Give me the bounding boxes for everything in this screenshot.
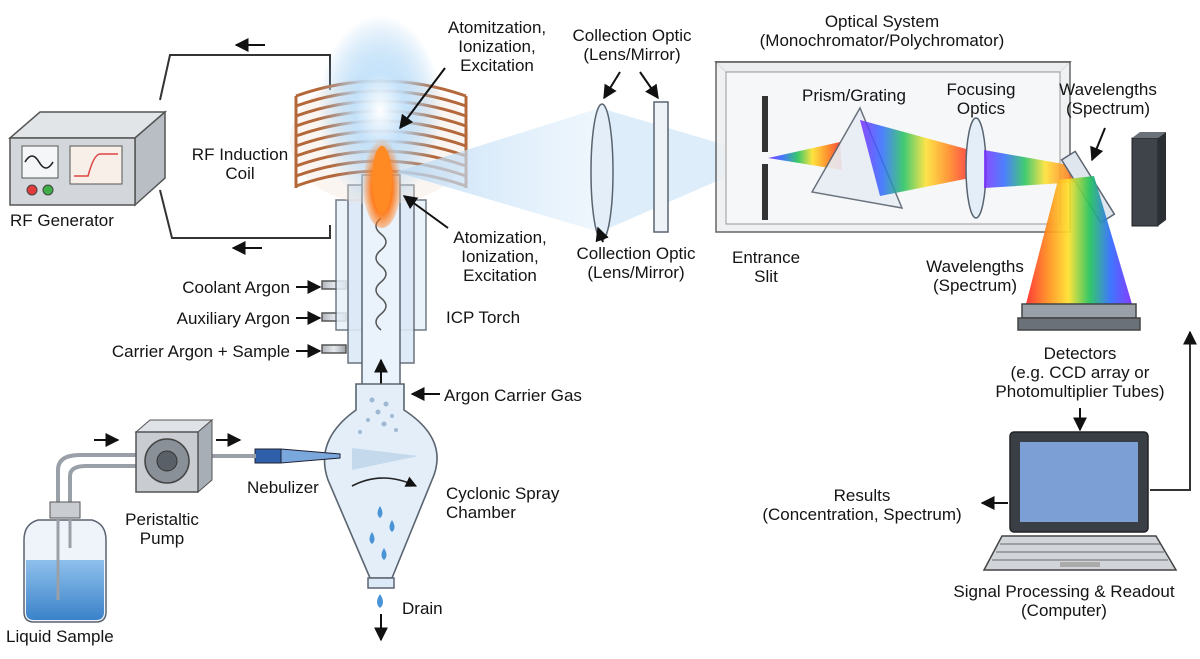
spectrum-fan [1026, 176, 1132, 304]
collection-optic-lens [590, 103, 614, 241]
label-spray-chamber: Cyclonic Spray Chamber [446, 484, 559, 522]
label-rf-generator: RF Generator [10, 211, 114, 230]
label-peristaltic-pump-line2: Pump [139, 529, 185, 548]
dispersed-beam-mid [860, 120, 970, 196]
cyclonic-spray-chamber [323, 383, 438, 642]
emission-light-beam [396, 108, 600, 232]
label-nebulizer: Nebulizer [247, 478, 319, 497]
icp-torch [335, 174, 427, 391]
label-atomization-mid: Atomization, Ionization, Excitation [453, 228, 547, 285]
atomization-pointers [399, 67, 449, 229]
label-collection-optic-bottom-line2: (Lens/Mirror) [587, 263, 685, 282]
dispersed-beam-out [984, 150, 1086, 188]
label-optical-system-line1: Optical System [824, 12, 940, 31]
label-prism-grating: Prism/Grating [802, 86, 906, 105]
label-signal-processing: Signal Processing & Readout (Computer) [953, 582, 1174, 620]
label-atomization-mid-line1: Atomization, [453, 228, 547, 247]
label-wavelengths-mid: Wavelengths (Spectrum) [926, 257, 1024, 295]
focused-light-beam [600, 108, 770, 232]
label-atomization-top-line1: Atomitzation, [447, 18, 547, 37]
label-peristaltic-pump: Peristaltic Pump [125, 510, 199, 548]
label-results-line1: Results [833, 486, 891, 505]
focusing-optics-lens [965, 117, 987, 219]
dispersed-beam-in [768, 142, 842, 170]
label-wavelengths-mid-line1: Wavelengths [926, 257, 1024, 276]
label-signal-processing-line2: (Computer) [1021, 601, 1107, 620]
label-results: Results (Concentration, Spectrum) [762, 486, 961, 524]
peristaltic-pump-icon [134, 418, 214, 494]
label-atomization-top: Atomitzation, Ionization, Excitation [448, 18, 546, 75]
label-atomization-top-line2: Ionization, [458, 37, 536, 56]
label-collection-optic-bottom-line1: Collection Optic [576, 244, 696, 263]
label-entrance-slit-line1: Entrance [731, 248, 801, 267]
label-detectors-line2: (e.g. CCD array or [1010, 363, 1150, 382]
label-rf-coil: RF Induction Coil [192, 145, 288, 183]
label-carrier-argon: Carrier Argon + Sample [111, 342, 290, 361]
collection-optic-mirror [653, 101, 669, 233]
label-collection-optic-top-line1: Collection Optic [572, 26, 692, 45]
side-detector-block [1131, 132, 1166, 227]
collection-optic-pointers [595, 71, 659, 243]
label-detectors-line1: Detectors [1043, 344, 1117, 363]
label-collection-optic-bottom: Collection Optic (Lens/Mirror) [576, 244, 695, 282]
rf-generator-box-icon [7, 110, 168, 207]
label-rf-coil-line2: Coil [225, 164, 255, 183]
plasma-flame [318, 15, 442, 228]
label-entrance-slit: Entrance Slit [732, 248, 800, 286]
label-atomization-mid-line2: Ionization, [461, 247, 539, 266]
label-signal-processing-line1: Signal Processing & Readout [953, 582, 1175, 601]
label-coolant-argon: Coolant Argon [182, 278, 290, 297]
label-wavelengths-mid-line2: (Spectrum) [932, 276, 1018, 295]
entrance-slit-icon [762, 96, 768, 220]
label-collection-optic-top-line2: (Lens/Mirror) [583, 45, 681, 64]
label-detectors-line3: Photomultiplier Tubes) [995, 382, 1165, 401]
label-optical-system: Optical System (Monochromator/Polychroma… [760, 12, 1005, 50]
liquid-sample-bottle [23, 501, 107, 623]
label-liquid-sample: Liquid Sample [6, 627, 114, 646]
wavelengths-pointer [1090, 127, 1106, 162]
signal-wire [1150, 330, 1197, 491]
label-drain: Drain [402, 599, 443, 618]
label-icp-torch: ICP Torch [446, 308, 521, 327]
label-focusing-optics: Focusing Optics [947, 80, 1016, 118]
label-wavelengths-top: Wavelengths (Spectrum) [1059, 80, 1157, 118]
label-entrance-slit-line2: Slit [754, 267, 778, 286]
label-spray-chamber-line2: Chamber [446, 503, 516, 522]
gas-inlet-arrows [296, 280, 322, 358]
label-focusing-optics-line1: Focusing [946, 80, 1016, 99]
detector-array-icon [1017, 303, 1141, 331]
label-optical-system-line2: (Monochromator/Polychromator) [759, 31, 1005, 50]
label-spray-chamber-line1: Cyclonic Spray [446, 484, 560, 503]
label-wavelengths-top-line1: Wavelengths [1059, 80, 1157, 99]
label-results-line2: (Concentration, Spectrum) [762, 505, 962, 524]
label-peristaltic-pump-line1: Peristaltic [125, 510, 199, 529]
label-focusing-optics-line2: Optics [956, 99, 1006, 118]
label-wavelengths-top-line2: (Spectrum) [1065, 99, 1151, 118]
label-collection-optic-top: Collection Optic (Lens/Mirror) [572, 26, 691, 64]
label-atomization-mid-line3: Excitation [463, 266, 537, 285]
label-auxiliary-argon: Auxiliary Argon [176, 309, 290, 328]
laptop-icon [982, 431, 1178, 571]
label-atomization-top-line3: Excitation [460, 56, 534, 75]
label-rf-coil-line1: RF Induction [191, 145, 289, 164]
label-argon-carrier-gas: Argon Carrier Gas [444, 386, 582, 405]
label-detectors: Detectors (e.g. CCD array or Photomultip… [995, 344, 1164, 401]
